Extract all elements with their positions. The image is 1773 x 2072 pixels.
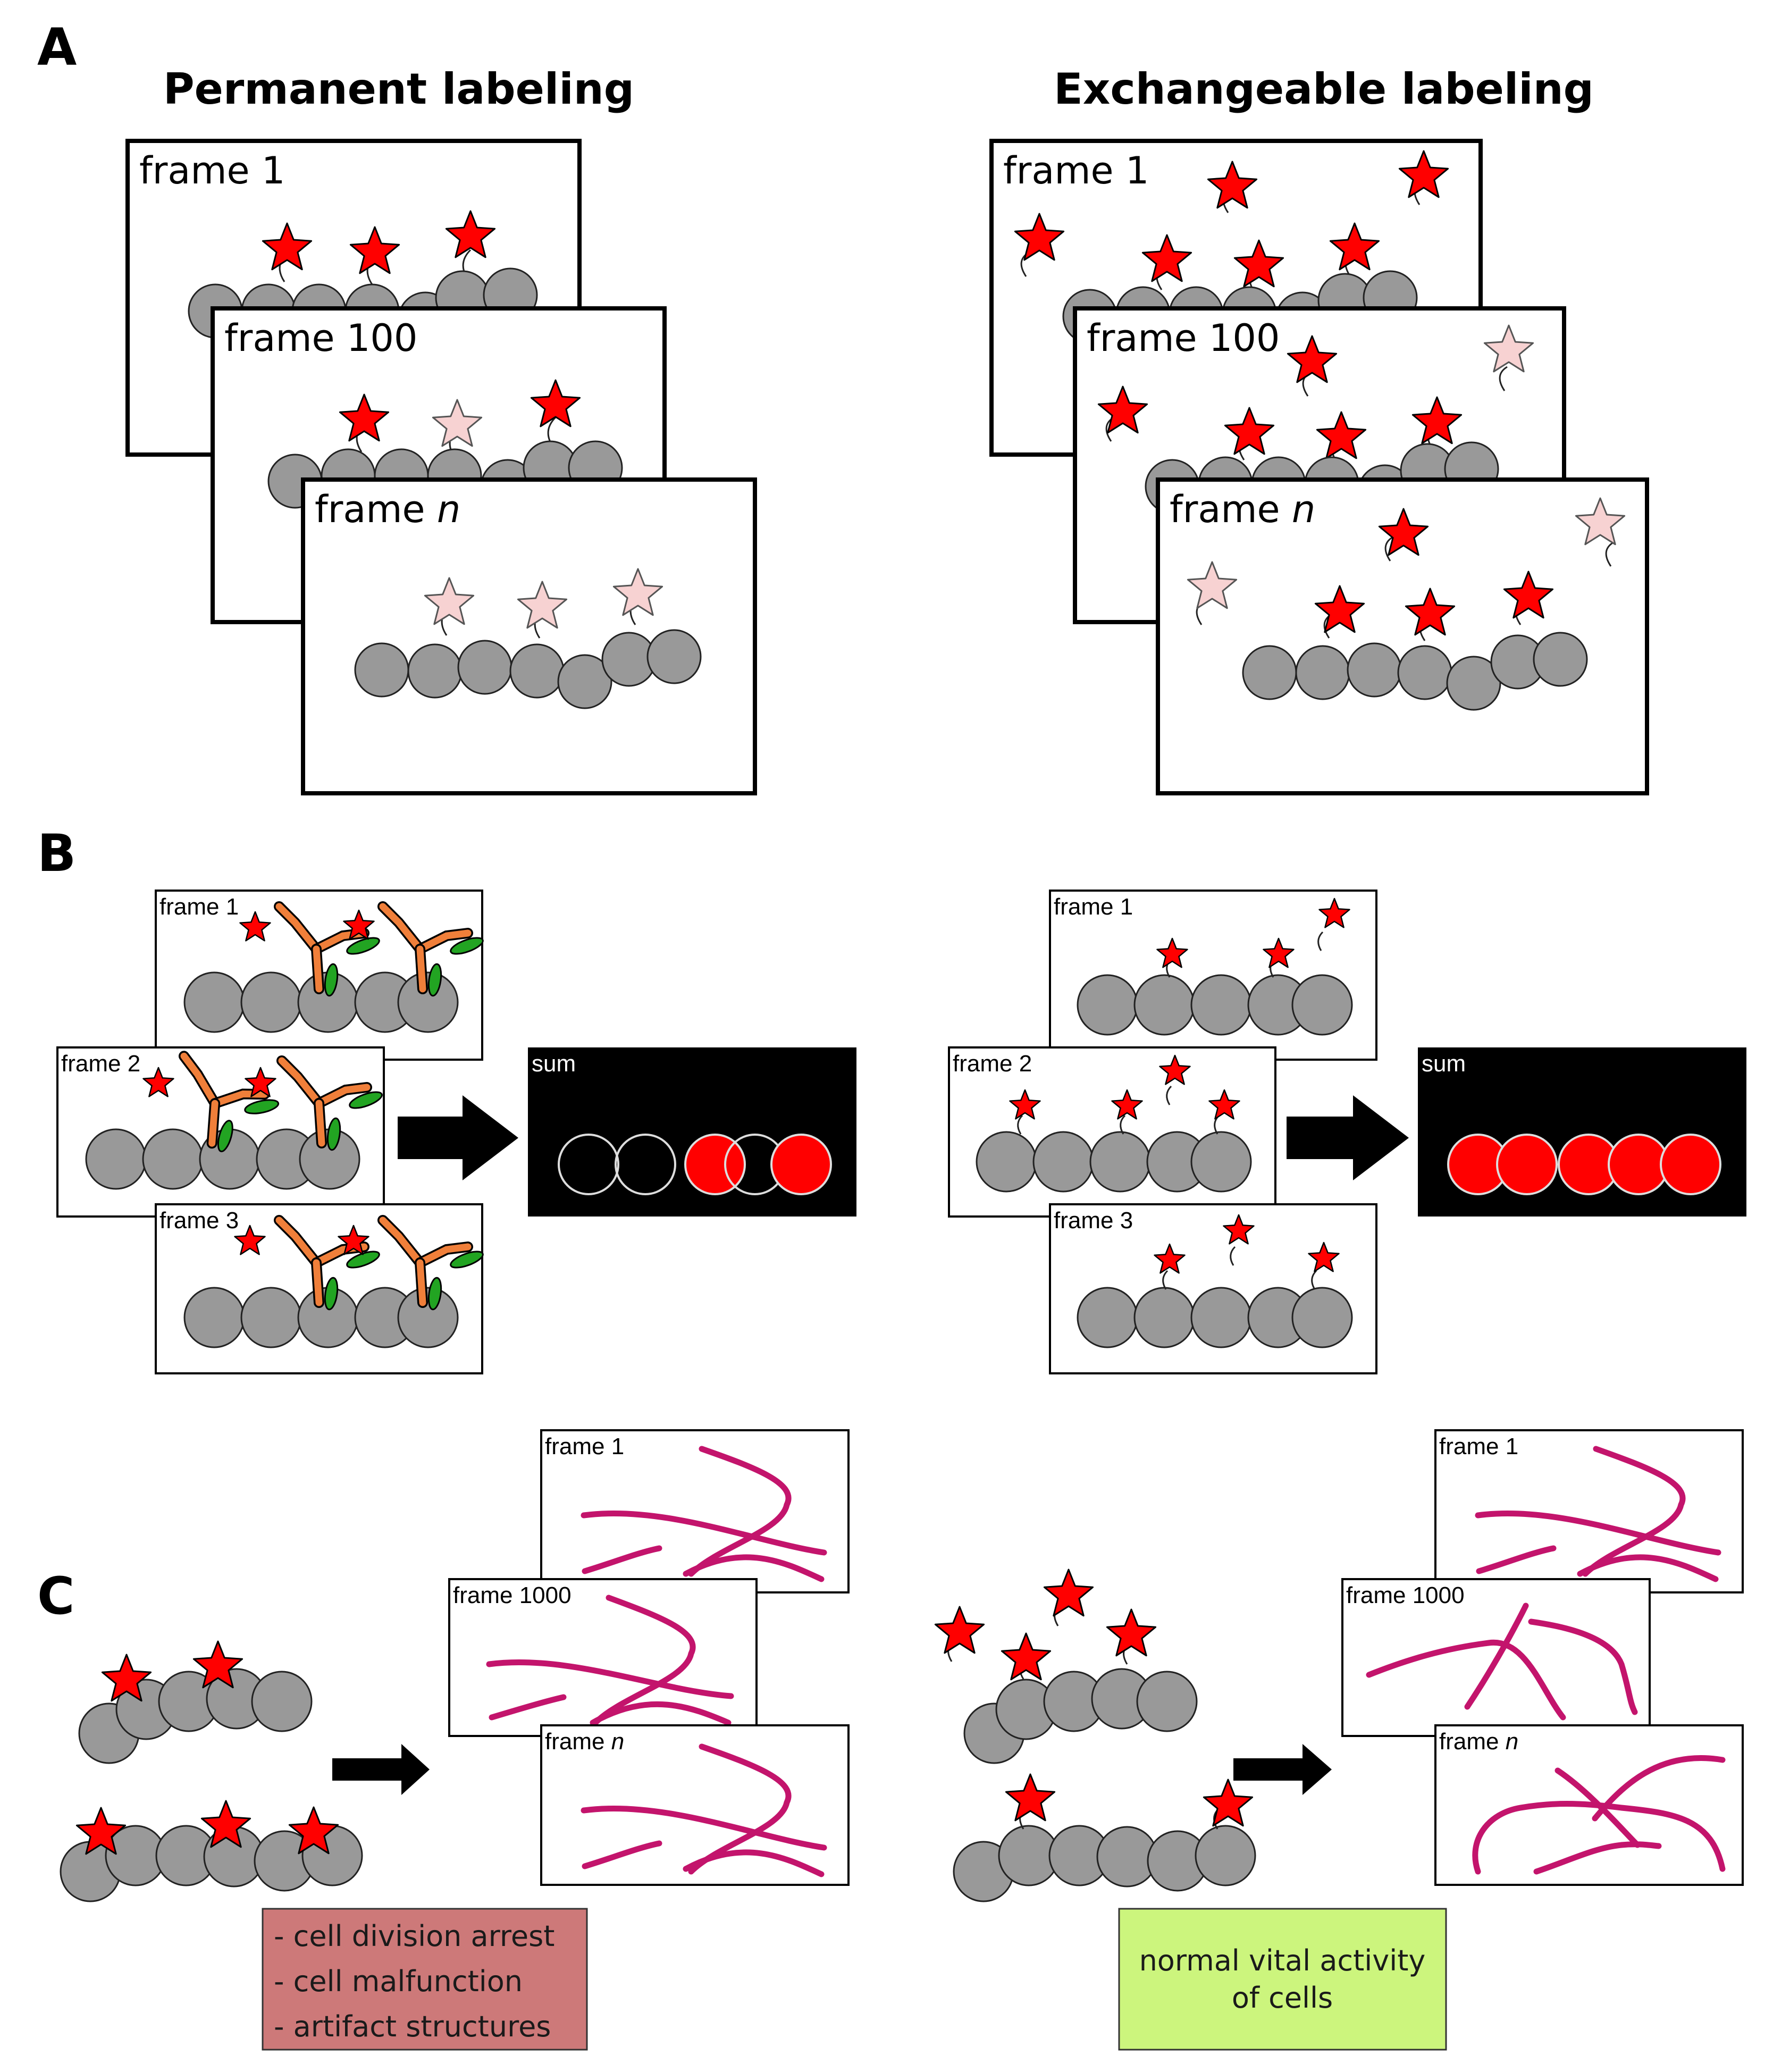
fluorophore-star-icon xyxy=(1154,1214,1340,1290)
frame-label: frame 100 xyxy=(1087,316,1280,360)
c-permanent-note: - cell division arrest - cell malfunctio… xyxy=(262,1908,588,2051)
bead-chain xyxy=(1077,974,1353,1036)
frame-label: frame 2 xyxy=(953,1051,1032,1077)
fluorophore-star-icon xyxy=(424,568,663,639)
fluorophore-star-icon xyxy=(1156,897,1350,978)
panel-c-letter: C xyxy=(37,1566,74,1626)
b-antibody-frame-1: frame 1 xyxy=(155,890,485,1061)
right-arrow-icon xyxy=(1287,1095,1409,1180)
c-exchangeable-frame-1: frame 1 xyxy=(1434,1429,1744,1593)
c-permanent-cells xyxy=(60,1640,363,1902)
sum-label: sum xyxy=(1422,1051,1466,1077)
frame-label: frame n xyxy=(1439,1729,1518,1755)
c-permanent-frame-n: frame n xyxy=(540,1724,850,1886)
bead-chain xyxy=(976,1131,1252,1193)
c-exchangeable-note: normal vital activity of cells xyxy=(1118,1908,1447,2051)
frame-label: frame 1 xyxy=(1054,894,1133,920)
permanent-labeling-heading: Permanent labeling xyxy=(163,64,634,114)
frame-label: frame 1 xyxy=(159,894,239,920)
b-exchangeable-frame-3: frame 3 xyxy=(1049,1203,1377,1374)
frame-label: frame 3 xyxy=(159,1207,239,1234)
b-exchangeable-frame-2: frame 2 xyxy=(948,1046,1276,1218)
frame-label: frame n xyxy=(1170,488,1315,531)
right-arrow-icon xyxy=(332,1744,430,1795)
frame-label: frame 100 xyxy=(224,316,417,360)
c-permanent-frame-1000: frame 1000 xyxy=(448,1578,758,1737)
frame-label: frame 1 xyxy=(139,149,285,192)
fluorophore-star-icon xyxy=(934,1568,1254,1830)
b-exchangeable-sum: sum xyxy=(1418,1047,1746,1217)
frame-label: frame 2 xyxy=(61,1051,140,1077)
frame-label: frame 1 xyxy=(1439,1433,1518,1459)
fluorophore-star-icon xyxy=(1187,497,1626,641)
c-permanent-frame-1: frame 1 xyxy=(540,1429,850,1593)
a-exchangeable-frame-n: frame n xyxy=(1156,477,1649,795)
frame-label: frame 1 xyxy=(1003,149,1149,192)
c-exchangeable-frame-1000: frame 1000 xyxy=(1341,1578,1651,1737)
frame-label: frame 1000 xyxy=(1346,1582,1465,1608)
sum-label: sum xyxy=(532,1051,576,1077)
a-permanent-frame-n: frame n xyxy=(301,477,757,795)
frame-label: frame n xyxy=(545,1729,624,1755)
frame-label: frame n xyxy=(315,488,460,531)
right-arrow-icon xyxy=(1233,1744,1332,1795)
c-exchangeable-frame-n: frame n xyxy=(1434,1724,1744,1886)
panel-a-letter: A xyxy=(37,18,77,77)
b-antibody-frame-3: frame 3 xyxy=(155,1203,485,1374)
exchangeable-labeling-heading: Exchangeable labeling xyxy=(1054,64,1594,114)
b-exchangeable-frame-1: frame 1 xyxy=(1049,890,1377,1061)
frame-label: frame 1000 xyxy=(453,1582,572,1608)
panel-b-letter: B xyxy=(37,824,76,883)
note-line: of cells xyxy=(1232,1981,1333,2015)
b-antibody-sum: sum xyxy=(528,1047,856,1217)
frame-label: frame 3 xyxy=(1054,1207,1133,1234)
c-exchangeable-cells xyxy=(934,1568,1256,1902)
note-line: normal vital activity xyxy=(1139,1944,1426,1977)
fluorophore-star-icon xyxy=(1009,1054,1240,1135)
right-arrow-icon xyxy=(398,1095,518,1180)
bead-chain xyxy=(1077,1287,1353,1348)
note-line: - cell division arrest xyxy=(274,1919,554,1953)
note-line: - cell malfunction xyxy=(274,1965,523,1998)
frame-label: frame 1 xyxy=(545,1433,624,1459)
b-antibody-frame-2: frame 2 xyxy=(56,1046,384,1218)
note-line: - artifact structures xyxy=(274,2010,551,2043)
